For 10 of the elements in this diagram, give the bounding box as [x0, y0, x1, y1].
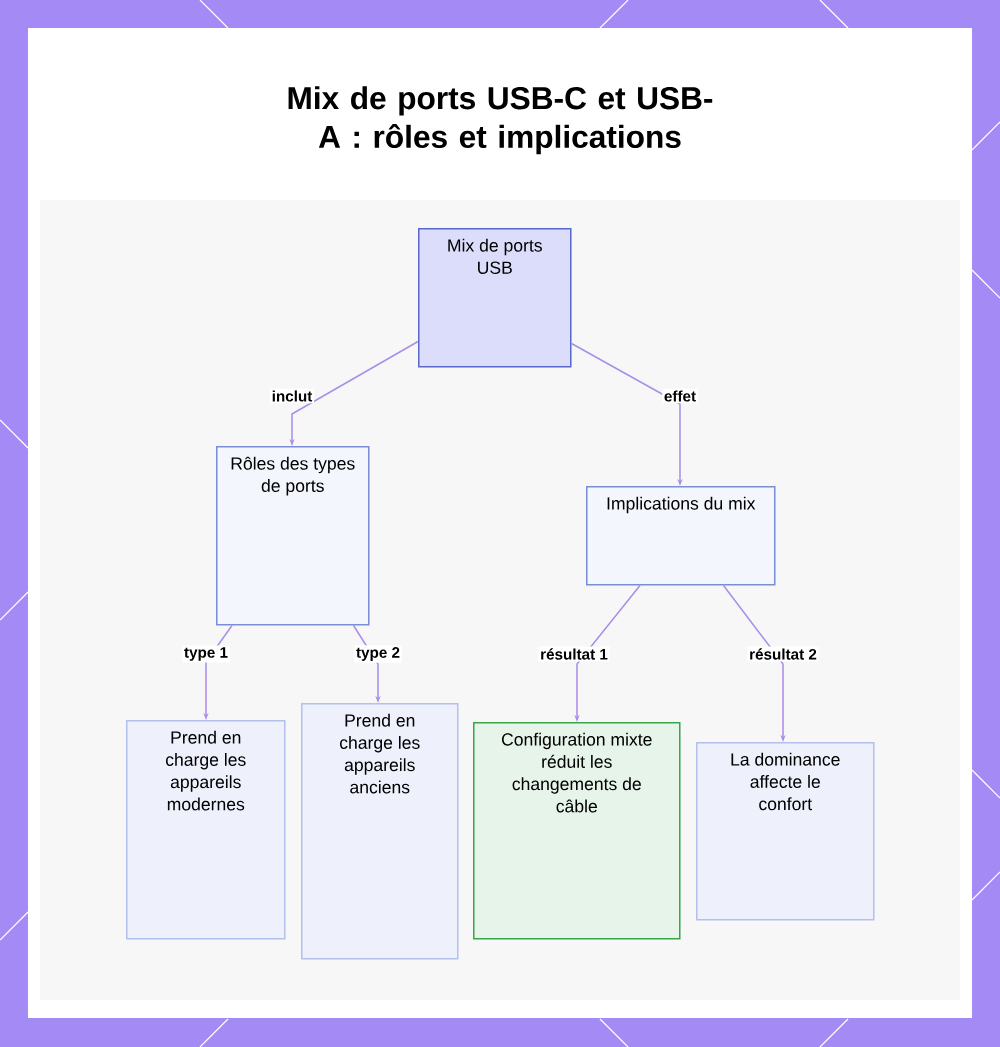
edge-label: type 1 [182, 645, 230, 663]
process-box: Prend en charge les appareils modernes [126, 720, 286, 940]
title: Mix de ports USB-C et USB-A : rôles et implications [288, 86, 713, 155]
process-box: Rôles des types de ports [216, 446, 370, 626]
process-box: Configuration mixte réduit les changements de câble [473, 722, 681, 940]
process-box: Implications du mix [586, 486, 776, 586]
process-box: Mix de ports USB [418, 228, 572, 368]
process-box: La dominance affecte le confort [696, 742, 875, 921]
edge-label: type 2 [354, 645, 402, 663]
process-box: Prend en charge les appareils anciens [301, 703, 459, 960]
